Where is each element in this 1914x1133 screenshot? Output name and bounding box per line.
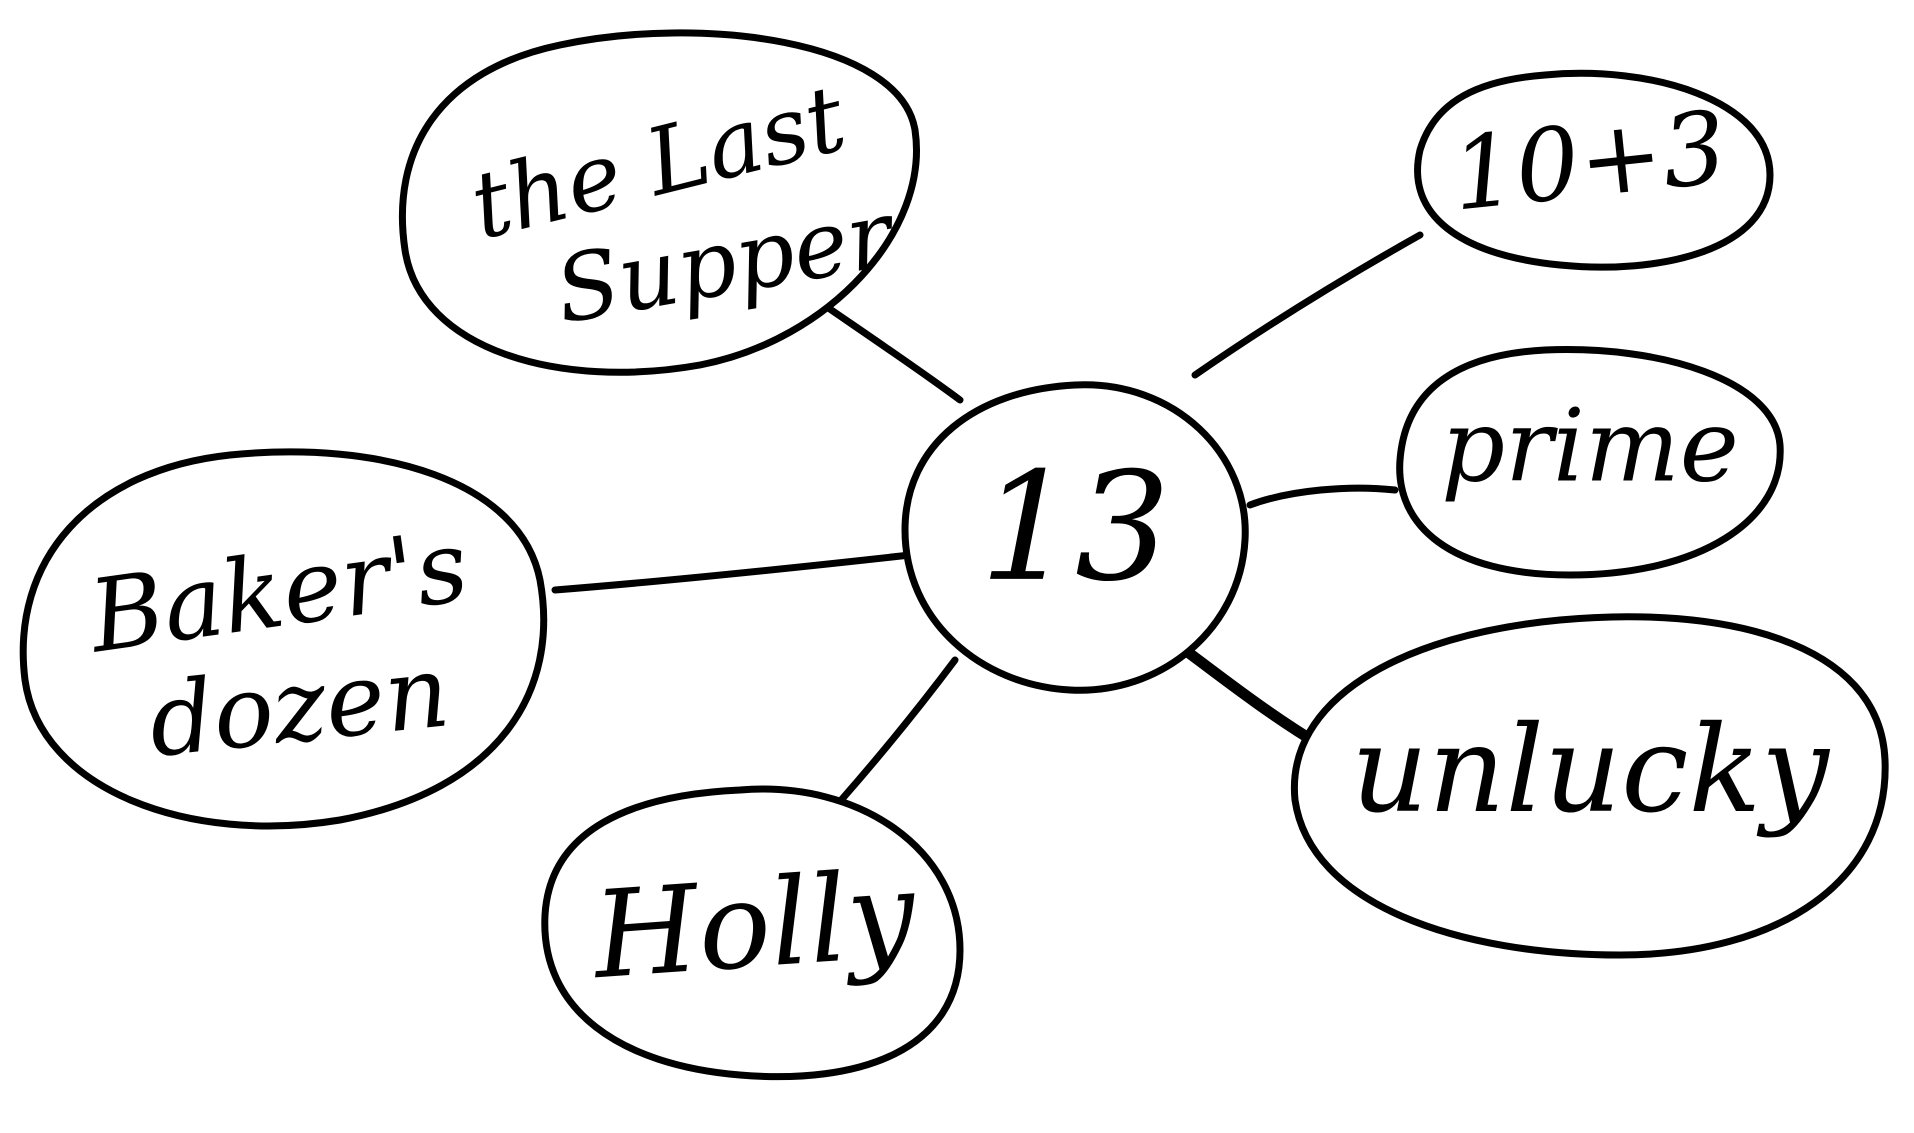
connector-prime	[1246, 484, 1399, 509]
connector-bakers-dozen	[551, 551, 914, 594]
node-ten-plus-three: 10+3	[1414, 69, 1774, 271]
node-unlucky: unlucky	[1290, 613, 1889, 959]
center-node-label: 13	[980, 441, 1171, 615]
node-unlucky-shape	[1290, 613, 1889, 959]
node-holly-label: Holly	[587, 845, 922, 1006]
node-holly-shape	[541, 785, 964, 1081]
connector-ten-plus-three	[1191, 231, 1424, 379]
node-bakers-dozen: Baker's dozen	[19, 448, 548, 830]
node-bakers-dozen-shape	[19, 448, 548, 830]
node-holly: Holly	[541, 785, 964, 1081]
node-ten-plus-three-label: 10+3	[1446, 89, 1731, 234]
node-ten-plus-three-shape	[1414, 69, 1774, 271]
node-prime: prime	[1396, 346, 1784, 579]
node-unlucky-label: unlucky	[1351, 701, 1831, 840]
node-last-supper: the Last Supper	[398, 29, 920, 376]
node-prime-label: prime	[1441, 388, 1739, 505]
center-node-shape	[901, 381, 1249, 694]
node-prime-shape	[1396, 346, 1784, 579]
node-last-supper-shape	[398, 29, 920, 376]
center-node: 13	[901, 381, 1249, 694]
connector-unlucky	[1179, 644, 1326, 751]
